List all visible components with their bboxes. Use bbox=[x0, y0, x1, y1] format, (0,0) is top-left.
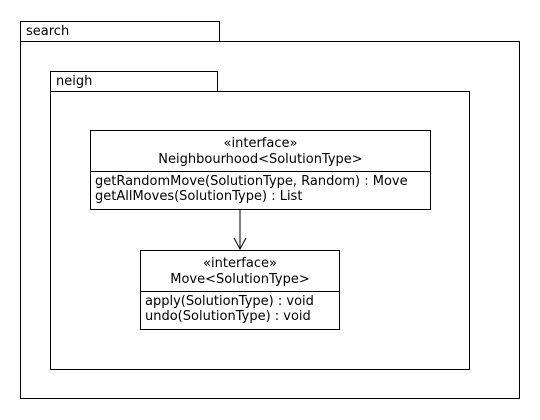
interface-move[interactable]: «interface» Move<SolutionType> apply(Sol… bbox=[140, 250, 340, 330]
package-neigh-tab: neigh bbox=[50, 71, 218, 92]
interface-neighbourhood-operations: getRandomMove(SolutionType, Random) : Mo… bbox=[91, 172, 430, 204]
interface-move-name: Move<SolutionType> bbox=[170, 272, 310, 287]
dependency-arrow-head bbox=[233, 237, 247, 251]
interface-neighbourhood-header: «interface» Neighbourhood<SolutionType> bbox=[91, 131, 430, 172]
operation-get-all-moves: getAllMoves(SolutionType) : List bbox=[95, 189, 303, 204]
package-search-label: search bbox=[26, 24, 70, 39]
interface-neighbourhood-stereotype: «interface» bbox=[223, 136, 298, 151]
interface-move-operations: apply(SolutionType) : void undo(Solution… bbox=[141, 292, 339, 324]
interface-move-header: «interface» Move<SolutionType> bbox=[141, 251, 339, 292]
operation-get-random-move: getRandomMove(SolutionType, Random) : Mo… bbox=[95, 174, 408, 189]
operation-undo: undo(SolutionType) : void bbox=[145, 309, 311, 324]
package-neigh-label: neigh bbox=[56, 74, 93, 89]
interface-move-stereotype: «interface» bbox=[203, 256, 277, 271]
interface-neighbourhood[interactable]: «interface» Neighbourhood<SolutionType> … bbox=[90, 130, 431, 210]
operation-apply: apply(SolutionType) : void bbox=[145, 294, 314, 309]
interface-neighbourhood-name: Neighbourhood<SolutionType> bbox=[158, 152, 363, 167]
